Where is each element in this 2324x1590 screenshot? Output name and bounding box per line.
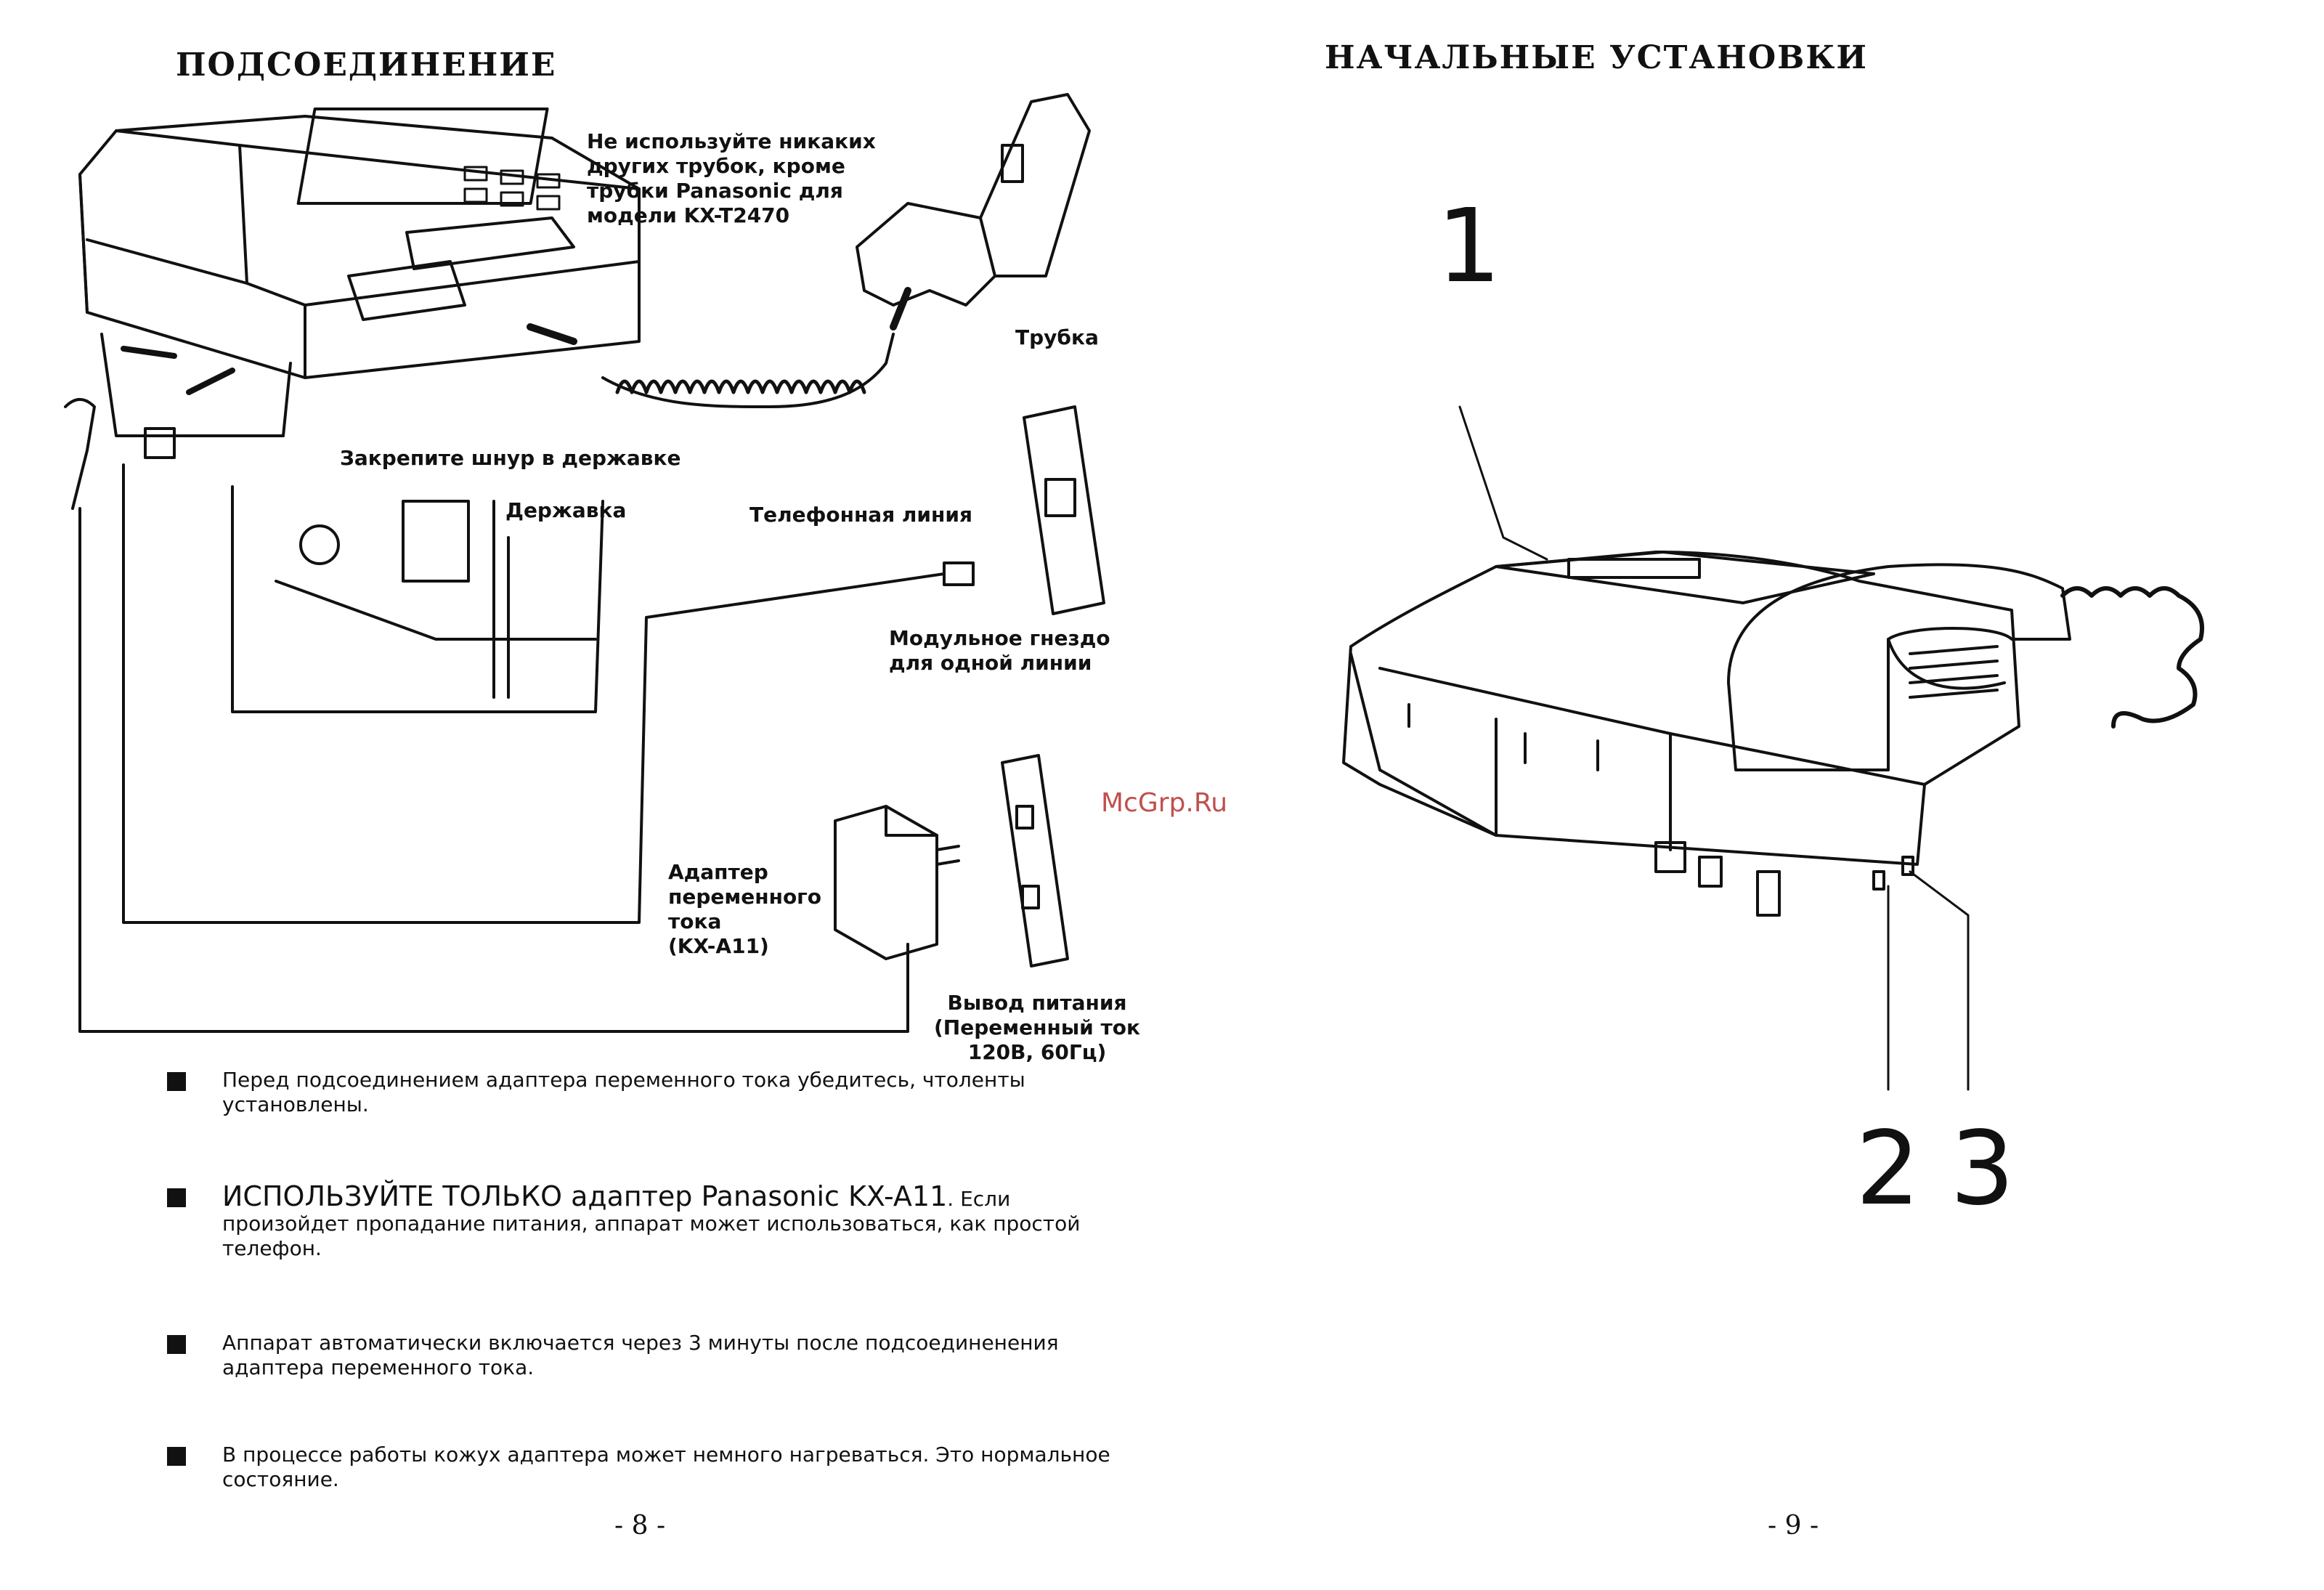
phone-unit-illustration xyxy=(1342,405,2204,1091)
holder-label: Державка xyxy=(505,498,627,522)
note-emphasis: ИСПОЛЬЗУЙТЕ ТОЛЬКО адаптер Panasonic KX-… xyxy=(222,1180,948,1212)
bullet-square-icon xyxy=(167,1072,186,1091)
bullet-square-icon xyxy=(167,1447,186,1466)
note-text: ИСПОЛЬЗУЙТЕ ТОЛЬКО адаптер Panasonic KX-… xyxy=(222,1183,1116,1261)
handset-label: Трубка xyxy=(1015,325,1099,349)
note-text: Перед подсоединением адаптера переменног… xyxy=(222,1068,1025,1116)
page-number-right: - 9 - xyxy=(1768,1511,1819,1541)
bullet-square-icon xyxy=(167,1335,186,1354)
phone-line-label: Телефонная линия xyxy=(749,503,972,527)
ac-adapter-label: Адаптер переменного тока (KX-A11) xyxy=(668,860,822,958)
callout-2: 2 xyxy=(1856,1110,1921,1228)
left-page: ПОДСОЕДИНЕНИЕ xyxy=(64,46,1140,1541)
power-outlet-label: Вывод питания (Переменный ток 120В, 60Гц… xyxy=(934,991,1140,1064)
bullet-square-icon xyxy=(167,1188,186,1207)
fix-cord-label: Закрепите шнур в державке xyxy=(340,446,681,470)
watermark-text: McGrp.Ru xyxy=(1101,788,1228,818)
left-heading: ПОДСОЕДИНЕНИЕ xyxy=(176,46,557,84)
callout-1: 1 xyxy=(1437,187,1502,306)
note-text: Аппарат автоматически включается через 3… xyxy=(222,1331,1059,1379)
connection-illustration xyxy=(64,93,1105,1033)
right-page: НАЧАЛЬНЫЕ УСТАНОВКИ xyxy=(1162,0,2324,1590)
modular-jack-label: Модульное гнездо для одной линии xyxy=(889,626,1110,675)
note-text: В процессе работы кожух адаптера может н… xyxy=(222,1443,1110,1491)
callout-3: 3 xyxy=(1950,1110,2015,1228)
note-text-rest: . Если произойдет пропадание питания, ап… xyxy=(222,1187,1081,1260)
page-number-left: - 8 - xyxy=(614,1511,666,1541)
right-heading: НАЧАЛЬНЫЕ УСТАНОВКИ xyxy=(1325,39,1868,76)
handset-warning-label: Не используйте никаких других трубок, кр… xyxy=(587,129,876,227)
